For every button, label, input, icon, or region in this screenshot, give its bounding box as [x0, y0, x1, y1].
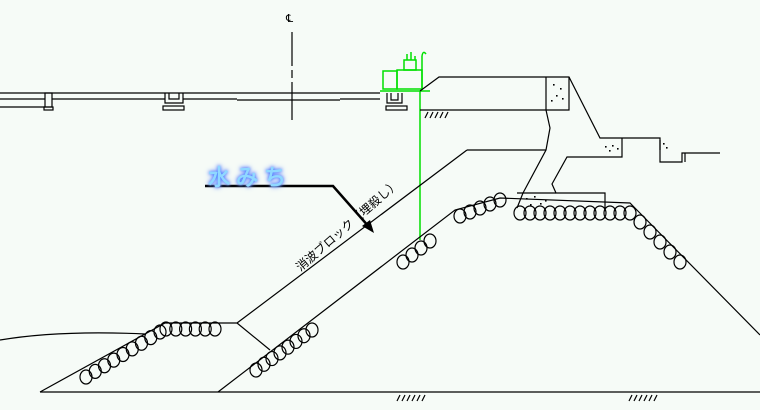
armor-stone	[257, 356, 271, 372]
stipple-dot	[663, 143, 665, 145]
armor-stone	[653, 234, 667, 250]
armor-stone	[553, 205, 567, 221]
stipple-dot	[545, 200, 547, 202]
armor-stone	[305, 322, 319, 338]
armor-stone	[643, 224, 657, 240]
armor-stone	[663, 244, 677, 260]
armor-stone	[563, 205, 577, 221]
armor-stone	[453, 208, 467, 224]
mound	[0, 149, 760, 402]
drilling-machine-icon	[380, 51, 430, 240]
armor-stone	[153, 324, 167, 340]
armor-stone	[97, 358, 112, 374]
armor-stone	[463, 204, 477, 220]
armor-stone	[414, 240, 428, 256]
armor-stone	[249, 362, 263, 378]
armor-stone	[79, 369, 93, 385]
armor-stone	[169, 321, 183, 337]
centerline-symbol: ℄	[286, 12, 294, 25]
stipple-dot	[556, 95, 558, 97]
stipple-dot	[530, 204, 532, 206]
armor-stone	[523, 205, 537, 221]
armor-stone	[673, 254, 687, 270]
armor-stone	[473, 200, 487, 216]
armor-stone	[265, 350, 279, 367]
armor-stone	[125, 341, 139, 357]
stipple-dot	[560, 88, 562, 90]
armor-stone	[623, 205, 637, 221]
armor-stone	[273, 345, 287, 361]
armor-stone	[144, 330, 158, 346]
armor-stone	[573, 205, 587, 221]
armor-stone	[613, 205, 627, 221]
waterway-label: 水みち	[208, 166, 293, 191]
armor-stone	[289, 333, 303, 350]
armor-stone	[107, 352, 121, 368]
armor-stone	[208, 321, 222, 337]
stipple-dot	[562, 98, 564, 100]
armor-stone	[188, 321, 202, 337]
armor-stone	[593, 205, 607, 221]
stipple-dot	[666, 147, 668, 149]
armor-stone	[543, 205, 557, 221]
armor-stone	[134, 335, 149, 351]
armor-stone	[281, 339, 295, 355]
armor-stone	[603, 205, 617, 221]
concrete-stipple	[526, 84, 668, 206]
deck	[0, 92, 408, 111]
leader-arrow	[205, 184, 374, 233]
armor-stone	[513, 205, 527, 221]
armor-stone	[405, 247, 419, 263]
stipple-dot	[534, 196, 536, 198]
quay-wall	[419, 76, 720, 209]
armor-stone	[88, 363, 102, 379]
stipple-dot	[612, 145, 614, 147]
armor-stone	[297, 328, 311, 344]
armor-stone	[179, 321, 193, 337]
armor-stone	[159, 321, 173, 337]
armor-stone	[116, 346, 130, 363]
stipple-dot	[609, 150, 611, 152]
stipple-dot	[551, 100, 553, 102]
armor-stone	[423, 233, 437, 249]
armor-stone	[198, 321, 212, 337]
stipple-dot	[605, 146, 607, 148]
armor-stone	[583, 205, 597, 221]
armor-stone	[533, 205, 547, 221]
armor-stone	[633, 214, 647, 230]
stipple-dot	[617, 148, 619, 150]
armor-stones	[79, 192, 687, 385]
stipple-dot	[540, 203, 542, 205]
stipple-dot	[553, 84, 555, 86]
armor-stone	[493, 192, 507, 208]
armor-stone	[396, 254, 410, 270]
armor-stone	[483, 196, 497, 212]
